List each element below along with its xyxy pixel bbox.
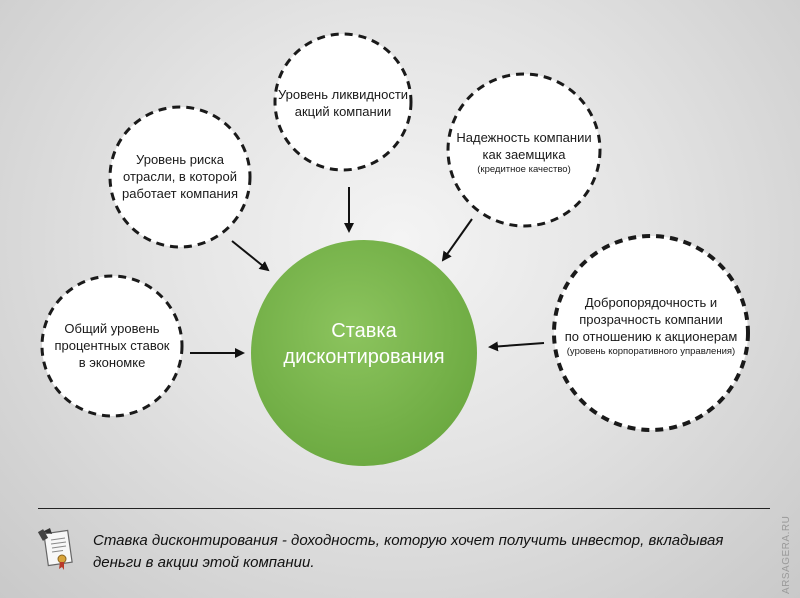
factor-line: Надежность компании xyxy=(456,130,592,145)
watermark: ARSAGERA.RU xyxy=(781,515,792,594)
factor-line: акций компании xyxy=(294,104,392,119)
factor-label-governance: Добропорядочность и прозрачность компани… xyxy=(556,294,746,359)
factor-label-liquidity: Уровень ликвидности акций компании xyxy=(273,86,413,120)
definition-text: Ставка дисконтирования - доходность, кот… xyxy=(93,530,753,574)
divider-line xyxy=(38,508,770,509)
factor-label-industry-risk: Уровень риска отрасли, в которой работае… xyxy=(112,151,248,202)
factor-line: отрасли, в которой xyxy=(123,169,237,184)
factor-label-interest-rates: Общий уровень процентных ставок в эконом… xyxy=(47,320,177,371)
factor-line: в экономке xyxy=(78,355,146,370)
factor-line: процентных ставок xyxy=(54,338,170,353)
factor-line: прозрачность компании xyxy=(579,312,723,327)
factor-circle-reliability xyxy=(446,72,602,228)
certificate-scroll-icon xyxy=(37,528,73,570)
arrow-industry-to-center xyxy=(231,240,270,272)
factor-line: по отношению к акционерам xyxy=(564,329,738,344)
factor-line: Общий уровень xyxy=(64,321,160,336)
center-circle xyxy=(251,240,477,466)
factor-note: (уровень корпоративного управления) xyxy=(566,346,736,357)
factor-circle-interest-rates xyxy=(40,274,184,418)
definition-line-1: Ставка дисконтирования - доходность, кот… xyxy=(93,532,724,549)
factor-line: Уровень риска xyxy=(136,152,224,167)
definition-line-2: деньги в акции этой компании. xyxy=(93,554,315,571)
factor-note: (кредитное качество) xyxy=(477,164,571,175)
factor-line: работает компания xyxy=(121,186,238,201)
arrow-governance-to-center xyxy=(488,341,545,352)
factor-line: Уровень ликвидности xyxy=(277,87,409,102)
factor-line: как заемщика xyxy=(482,147,566,162)
factor-label-reliability: Надежность компании как заемщика (кредит… xyxy=(449,129,599,177)
factor-circle-industry-risk xyxy=(108,105,252,249)
factor-circle-governance xyxy=(552,234,750,432)
center-label-line-1: Ставка xyxy=(331,320,397,342)
center-label-line-2: дисконтирования xyxy=(283,346,445,368)
arrow-reliability-to-center xyxy=(441,218,473,262)
factor-circle-liquidity xyxy=(273,32,413,172)
center-label: Ставка дисконтирования xyxy=(255,318,473,370)
factor-line: Добропорядочность и xyxy=(584,295,718,310)
